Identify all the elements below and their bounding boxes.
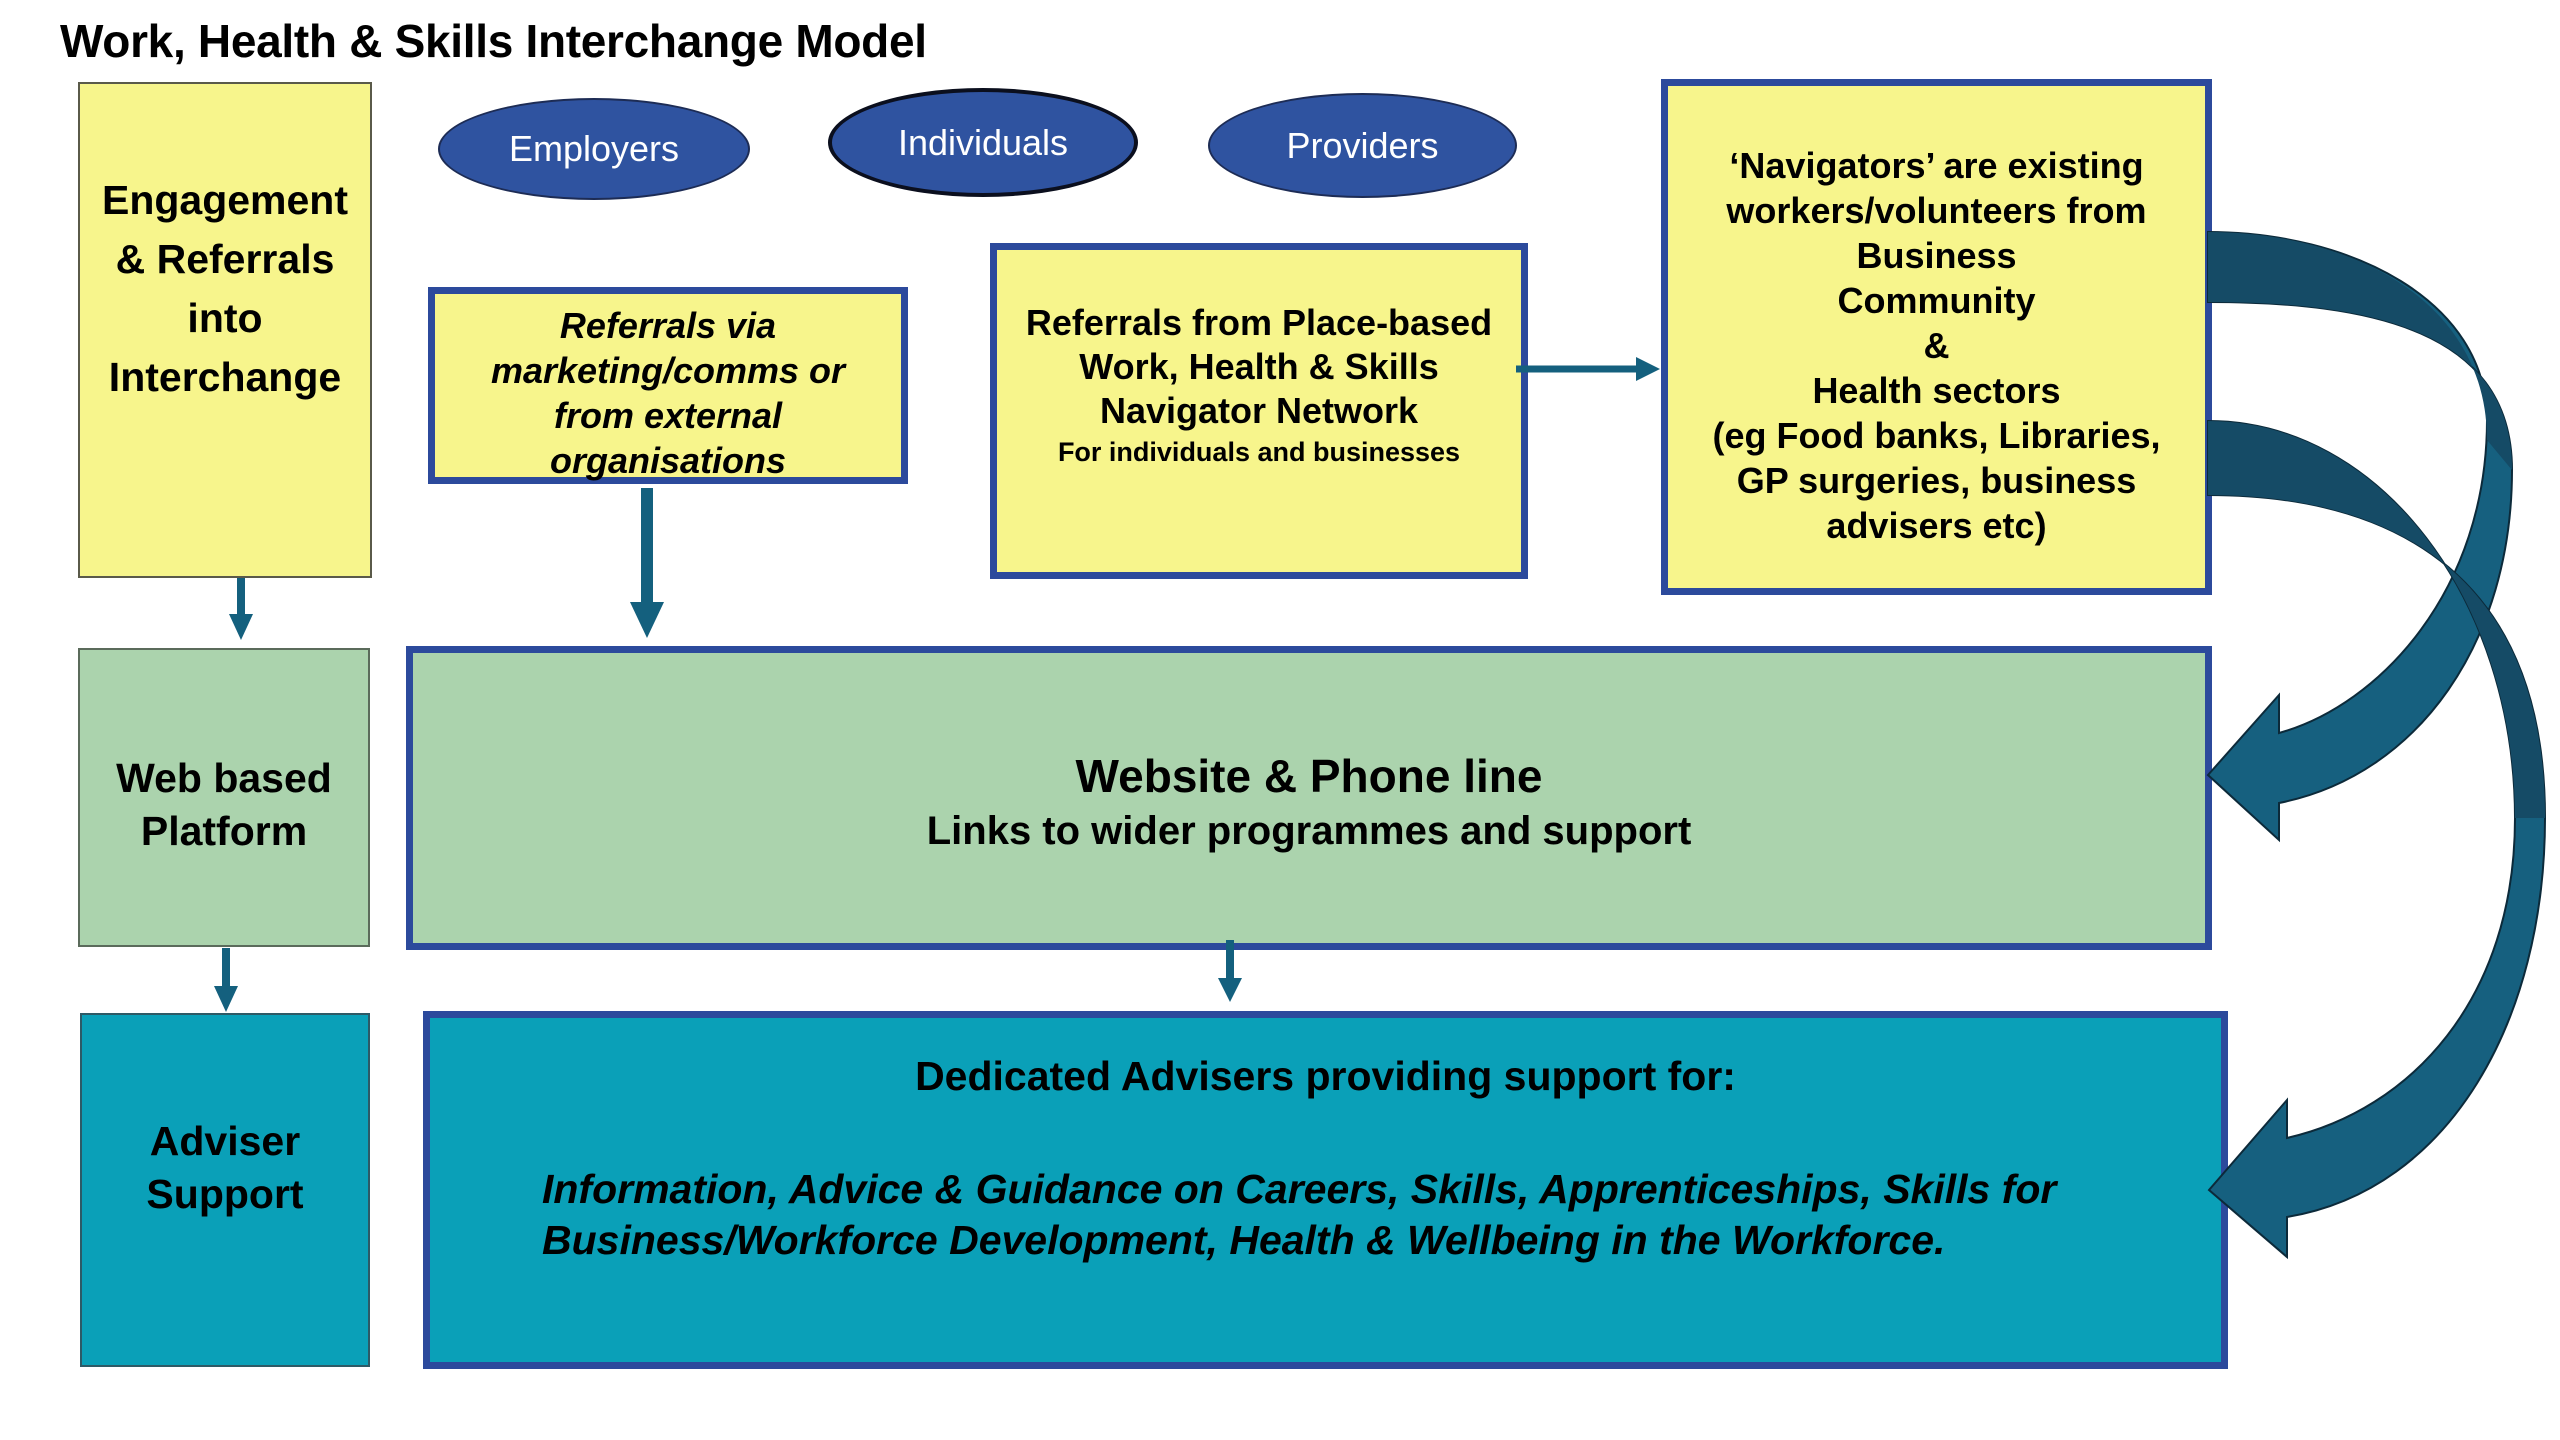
web-platform-line: Web based — [116, 755, 332, 801]
referrals-via-line: marketing/comms or — [490, 350, 846, 391]
engagement-line: & Referrals — [115, 236, 335, 282]
web-platform-box: Web based Platform — [78, 648, 370, 947]
referrals-via-line: from external — [553, 395, 783, 436]
navigators-line: GP surgeries, business — [1736, 460, 2137, 501]
referrals-via-marketing-box: Referrals via marketing/comms or from ex… — [428, 287, 908, 484]
diagram-title: Work, Health & Skills Interchange Model — [60, 15, 927, 67]
arrow-referrals-via-to-website — [630, 488, 664, 638]
place-based-line: Navigator Network — [1099, 390, 1419, 431]
navigators-line: Health sectors — [1812, 370, 2061, 411]
individuals-label: Individuals — [897, 121, 1069, 163]
providers-label: Providers — [1286, 124, 1439, 166]
place-based-network-box: Referrals from Place-based Work, Health … — [990, 243, 1528, 579]
advisers-heading: Dedicated Advisers providing support for… — [915, 1053, 1736, 1099]
engagement-line: into — [187, 295, 263, 341]
arrow-web-platform-to-adviser-support — [214, 948, 238, 1012]
advisers-body-line: Business/Workforce Development, Health &… — [542, 1217, 1946, 1263]
place-based-line: Referrals from Place-based — [1025, 302, 1493, 343]
navigators-line: (eg Food banks, Libraries, — [1712, 415, 2161, 456]
place-based-line: Work, Health & Skills — [1079, 346, 1439, 387]
arrow-engagement-to-web-platform — [229, 578, 253, 640]
individuals-ellipse: Individuals — [828, 88, 1138, 197]
navigators-box: ‘Navigators’ are existing workers/volunt… — [1661, 79, 2212, 595]
curved-arrow-band-lower — [2208, 421, 2545, 818]
advisers-body-line: Information, Advice & Guidance on Career… — [542, 1166, 2057, 1212]
employers-ellipse: Employers — [438, 98, 750, 200]
advisers-body: Information, Advice & Guidance on Career… — [430, 1169, 2056, 1271]
navigators-line: advisers etc) — [1826, 505, 2047, 546]
navigators-line: Business — [1856, 235, 2017, 276]
navigators-line: workers/volunteers from — [1726, 190, 2147, 231]
website-phone-line-box: Website & Phone line Links to wider prog… — [406, 646, 2212, 950]
navigators-line: Community — [1837, 280, 2036, 321]
providers-ellipse: Providers — [1208, 93, 1517, 198]
curved-arrow-band-upper — [2208, 232, 2512, 470]
engagement-line: Engagement — [101, 177, 349, 223]
navigators-line: ‘Navigators’ are existing — [1729, 145, 2144, 186]
employers-label: Employers — [508, 128, 680, 169]
curved-arrow-navigators-to-website — [2206, 230, 2514, 843]
web-platform-line: Platform — [140, 808, 308, 854]
referrals-via-line: Referrals via — [559, 305, 777, 346]
arrow-place-based-to-navigators — [1516, 357, 1660, 381]
navigators-line: & — [1923, 325, 1950, 366]
engagement-line: Interchange — [108, 354, 342, 400]
website-heading: Website & Phone line — [1075, 750, 1543, 802]
curved-arrow-navigators-to-advisers — [2207, 419, 2547, 1260]
dedicated-advisers-box: Dedicated Advisers providing support for… — [423, 1011, 2228, 1369]
adviser-support-line: Support — [146, 1171, 304, 1217]
engagement-referrals-box: Engagement & Referrals into Interchange — [78, 82, 372, 578]
adviser-support-box: Adviser Support — [80, 1013, 370, 1367]
adviser-support-line: Adviser — [149, 1118, 301, 1164]
referrals-via-line: organisations — [549, 440, 787, 481]
place-based-note: For individuals and businesses — [1057, 437, 1461, 467]
website-subheading: Links to wider programmes and support — [926, 809, 1692, 853]
